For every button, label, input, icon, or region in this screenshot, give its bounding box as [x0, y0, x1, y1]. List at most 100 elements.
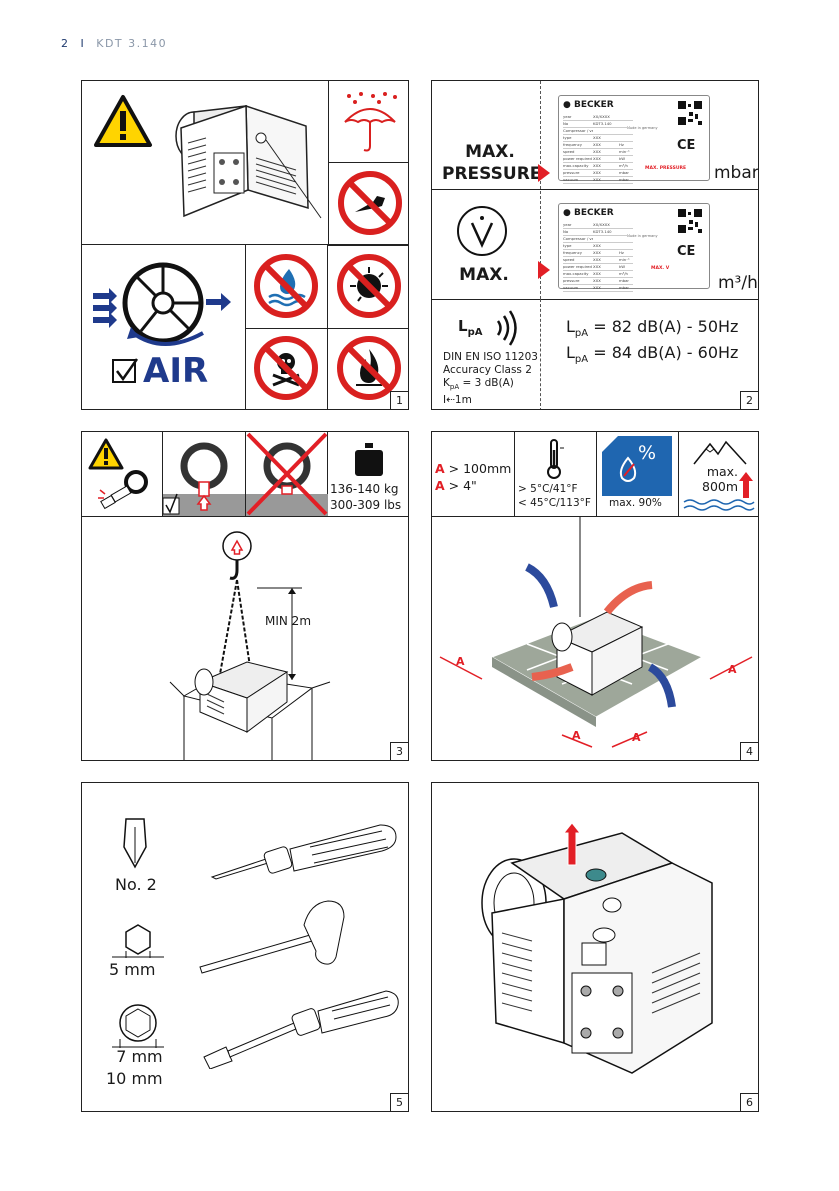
- nameplate-cell: pressure: [563, 278, 580, 283]
- mountain-icon: [693, 440, 747, 465]
- nameplate-cell: [593, 236, 619, 242]
- no-tampering-icon: [338, 171, 402, 235]
- nameplate-cell: max.capacity: [563, 271, 589, 276]
- m3h-unit: m³/h: [718, 273, 758, 293]
- nameplate-cell: [619, 114, 633, 120]
- nameplate-cell: XXX: [593, 135, 601, 140]
- nameplate-cell: KDT3.140: [593, 229, 612, 234]
- nameplate-row: vacuum XXX mbar: [563, 177, 633, 184]
- no-liquids-icon: [254, 254, 318, 318]
- nameplate-cell: [619, 222, 633, 228]
- header-separator: I: [80, 37, 86, 50]
- waves-icon: [683, 499, 755, 511]
- nameplate-cell: XXX: [593, 250, 601, 255]
- nameplate-cell: kW: [619, 156, 625, 161]
- qr-code-icon: [677, 208, 703, 234]
- nameplate-cell: XX/XXXX: [593, 222, 610, 227]
- volume-flow-icon: [457, 206, 507, 256]
- nameplate-1: ● BECKER CE Made in germany MAX. PRESSUR…: [558, 95, 710, 184]
- nameplate-cell: XXX: [593, 264, 601, 269]
- crane-lift-illustration-icon: [169, 531, 331, 760]
- nameplate-cell: max.capacity: [563, 163, 589, 168]
- phillips-size: No. 2: [115, 875, 157, 894]
- nameplate-cell: No: [563, 121, 569, 126]
- t-handle-key-icon: [199, 900, 345, 974]
- nameplate-cell: frequency: [563, 142, 583, 147]
- nameplate-cell: XXX: [593, 271, 601, 276]
- hex-key-size-icon: [112, 924, 164, 958]
- nameplate-cell: XX/XXXX: [593, 114, 610, 119]
- nameplate-cell: min⁻¹: [619, 149, 630, 154]
- ce-mark: CE: [677, 244, 696, 259]
- divider: [432, 189, 758, 190]
- warning-icon: [94, 95, 152, 147]
- nameplate-cell: [619, 121, 633, 127]
- socket-driver-icon: [203, 990, 399, 1069]
- up-arrow-icon: [739, 472, 753, 498]
- nameplate-cell: [593, 128, 619, 134]
- brand-logo: ● BECKER: [563, 208, 614, 218]
- phillips-tip-icon: [123, 818, 147, 869]
- nameplate-row: Compressor / vacuum pump: [563, 128, 633, 135]
- nameplate-cell: vacuum: [563, 177, 579, 182]
- clearance-label: A > 100mm A > 4": [435, 461, 512, 493]
- clearance-marker: A: [632, 731, 641, 744]
- nameplate-cell: year: [563, 114, 572, 119]
- max-v-label: MAX.: [459, 265, 509, 285]
- nameplate-cell: Compressor / vacuum pump: [563, 236, 593, 241]
- nameplate-cell: speed: [563, 257, 575, 262]
- panel-nameplate: MAX.PRESSURE ● BECKER CE Made in germany…: [431, 80, 759, 410]
- noise-50hz: LpA = 82 dB(A) - 50Hz: [566, 317, 739, 340]
- noise-standard: DIN EN ISO 11203 Accuracy Class 2 KpA = …: [443, 351, 538, 407]
- cell-no-flame: [328, 327, 408, 409]
- doc-code: KDT 3.140: [96, 37, 168, 50]
- nameplate-cell: power required: [563, 156, 592, 161]
- nameplate-cell: mbar: [619, 285, 629, 290]
- cell-no-explosive: [328, 244, 408, 329]
- cell-warning-pump: [82, 81, 329, 245]
- divider: [678, 432, 679, 516]
- installation-clearance-illustration-icon: A A A A: [439, 517, 753, 748]
- page-number: 2: [61, 37, 70, 50]
- divider: [514, 432, 515, 516]
- pump-top-plug-illustration-icon: [481, 823, 713, 1074]
- no-explosive-icon: [337, 254, 401, 318]
- nameplate-cell: [619, 135, 633, 141]
- max-pressure-hint: MAX. PRESSURE: [645, 166, 687, 171]
- max-pressure-label: MAX.PRESSURE: [442, 142, 542, 184]
- cell-eyebolt-wrong: [246, 432, 328, 516]
- eyebolt-correct-icon: [163, 442, 245, 516]
- nameplate-cell: XXX: [593, 285, 601, 290]
- divider: [432, 299, 758, 300]
- warning-icon: [88, 438, 124, 470]
- checkbox-icon: [112, 358, 139, 383]
- nameplate-cell: mbar: [619, 177, 629, 182]
- nameplate-cell: Compressor / vacuum pump: [563, 128, 593, 133]
- nameplate-cell: frequency: [563, 250, 583, 255]
- screwdriver-icon: [210, 824, 397, 880]
- nameplate-cell: XXX: [593, 142, 601, 147]
- weight-icon: [355, 443, 383, 476]
- cell-no-water: [245, 244, 328, 329]
- panel-oil-plug: 6: [431, 782, 759, 1112]
- page-header: 2 I KDT 3.140: [61, 37, 167, 50]
- nameplate-cell: XXX: [593, 177, 601, 182]
- ce-mark: CE: [677, 138, 696, 153]
- nameplate-cell: XXX: [593, 278, 601, 283]
- hex-size: 5 mm: [109, 960, 156, 979]
- nameplate-cell: type: [563, 243, 572, 248]
- nameplate-cell: Hz: [619, 250, 624, 255]
- panel-number: 2: [740, 391, 758, 409]
- thermometer-icon: [547, 439, 564, 479]
- clearance-marker: A: [456, 655, 465, 668]
- pointer-arrow-icon: [538, 164, 550, 182]
- clearance-marker: A: [728, 663, 737, 676]
